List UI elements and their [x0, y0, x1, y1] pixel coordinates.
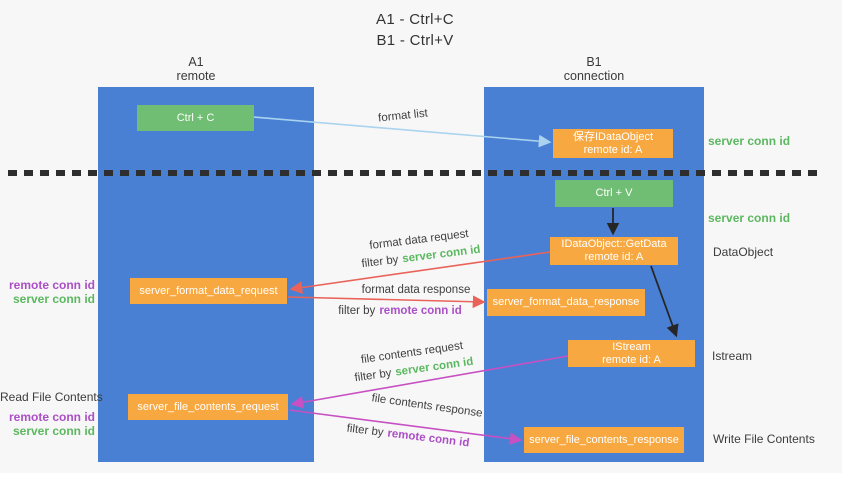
- side-label-read-file-contents: Read File Contents: [0, 390, 103, 404]
- lane-b1-name: B1: [586, 55, 602, 69]
- side-label-server-conn-id-left-1: server conn id: [12, 292, 95, 306]
- side-label-istream: Istream: [712, 349, 753, 363]
- node-format-request-label: server_format_data_request: [139, 284, 278, 297]
- lane-a1-name: A1: [188, 55, 204, 69]
- side-label-write-file-contents: Write File Contents: [713, 432, 815, 446]
- server-conn-id-text: server conn id: [401, 243, 482, 266]
- node-ctrl-v: Ctrl + V: [555, 180, 673, 207]
- node-server-format-data-request: server_format_data_request: [130, 278, 287, 304]
- lane-a1-subtitle: remote: [176, 69, 216, 83]
- bottom-edge-strip: [0, 473, 842, 485]
- node-getdata-line2: remote id: A: [584, 251, 644, 263]
- machine-boundary-dotted-line: [8, 170, 824, 176]
- side-label-remote-conn-id-left-2: remote conn id: [8, 410, 95, 424]
- node-ctrl-c: Ctrl + C: [137, 105, 254, 131]
- node-getdata-line1: IDataObject::GetData: [561, 238, 667, 250]
- node-server-file-contents-request: server_file_contents_request: [128, 394, 288, 420]
- node-server-format-data-response: server_format_data_response: [487, 289, 645, 316]
- side-label-server-conn-id-1: server conn id: [708, 134, 791, 148]
- filter-by-text: filter by: [360, 253, 400, 271]
- node-save-idataobject-line2: remote id: A: [583, 143, 643, 156]
- node-istream-line2: remote id: A: [602, 353, 661, 366]
- filter-by-text: filter by: [338, 305, 376, 317]
- node-format-response-label: server_format_data_response: [492, 296, 640, 308]
- filter-by-text: filter by: [345, 422, 385, 439]
- node-ctrl-v-label: Ctrl + V: [595, 187, 633, 199]
- edge-label-format-data-response: format data response: [361, 284, 471, 296]
- filter-by-text: filter by: [353, 367, 393, 385]
- node-ctrl-c-label: Ctrl + C: [176, 111, 215, 124]
- lane-header-a1: A1 remote: [98, 55, 294, 83]
- side-label-server-conn-id-left-2: server conn id: [12, 424, 95, 438]
- side-label-server-conn-id-2: server conn id: [708, 211, 791, 225]
- edge-label-format-list: format list: [377, 107, 429, 125]
- remote-conn-id-text: remote conn id: [379, 305, 462, 317]
- lane-header-b1: B1 connection: [484, 55, 704, 83]
- remote-conn-id-text: remote conn id: [386, 427, 471, 450]
- title-line-2: B1 - Ctrl+V: [376, 32, 454, 49]
- edge-label-file-contents-response: file contents response: [370, 392, 484, 420]
- diagram-title: A1 - Ctrl+C B1 - Ctrl+V: [300, 9, 530, 51]
- side-label-dataobject: DataObject: [713, 245, 774, 259]
- node-file-request-label: server_file_contents_request: [137, 400, 279, 413]
- arrow-format-data-response: [287, 295, 486, 309]
- node-save-idataobject: 保存IDataObject remote id: A: [553, 129, 673, 158]
- title-line-1: A1 - Ctrl+C: [376, 11, 454, 28]
- node-server-file-contents-response: server_file_contents_response: [524, 427, 684, 453]
- node-save-idataobject-line1: 保存IDataObject: [572, 130, 654, 143]
- node-file-response-label: server_file_contents_response: [529, 433, 679, 446]
- lane-b1-subtitle: connection: [563, 69, 625, 83]
- side-label-remote-conn-id-left-1: remote conn id: [8, 278, 95, 292]
- node-istream-line1: IStream: [612, 340, 651, 353]
- node-istream: IStream remote id: A: [568, 340, 695, 367]
- node-idataobject-getdata: IDataObject::GetData remote id: A: [550, 237, 678, 265]
